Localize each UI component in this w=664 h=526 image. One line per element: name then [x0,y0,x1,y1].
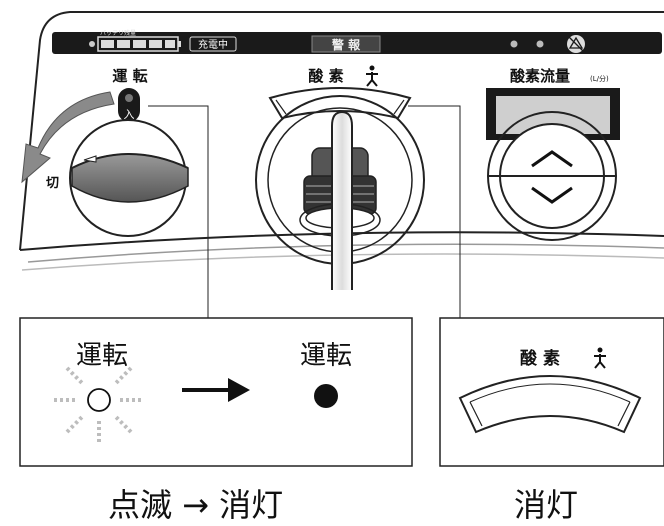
right-oxygen-label: 酸 素 [520,348,560,369]
after-label: 運転 [300,341,352,371]
rotation-arrow [21,91,115,184]
charging-label: 充電中 [198,38,228,51]
oxygen-section: 酸 素 [255,65,425,290]
flow-unit: (L/分) [590,74,609,83]
power-knob[interactable] [69,119,189,237]
oxygen-button[interactable] [268,87,412,120]
off-led [314,384,338,408]
oxygen-detail-box: 酸 素 [439,317,664,467]
power-detail-box: 運転 運転 [19,317,413,467]
blinking-led [54,366,144,444]
status-led-2 [536,40,544,48]
status-led-1 [510,40,518,48]
power-off-label: 切 [46,176,59,191]
power-on-led: 入 [118,88,140,122]
chevron-down-icon[interactable] [531,186,573,204]
alarm-indicator: 警 報 [311,35,381,53]
flow-section: 酸素流量 (L/分) [486,67,620,241]
left-caption: 点滅 → 消灯 [108,486,284,524]
oxygen-label: 酸 素 [308,67,343,85]
oxygen-tube [331,110,353,290]
power-on-label: 入 [124,108,135,121]
chevron-up-icon[interactable] [531,150,573,168]
walking-person-icon [366,65,378,87]
battery-indicator: バッテリ残量 [89,29,181,52]
flow-label: 酸素流量 [510,67,570,85]
walking-person-icon [594,347,606,369]
alarm-label: 警 報 [331,37,361,52]
oxygen-button-detail [458,375,642,434]
flow-adjust-dial [487,111,617,241]
alarm-mute-icon[interactable] [567,35,585,53]
battery-label: バッテリ残量 [100,29,136,37]
right-arrow-icon [182,378,250,402]
status-strip: バッテリ残量 充電中 警 報 [52,29,662,54]
power-section: 運 転 入 切 [21,67,189,237]
right-caption: 消灯 [514,486,579,524]
charging-indicator: 充電中 [189,36,237,52]
power-label: 運 転 [112,67,147,85]
before-label: 運転 [76,341,128,371]
leader-lines [148,105,461,318]
